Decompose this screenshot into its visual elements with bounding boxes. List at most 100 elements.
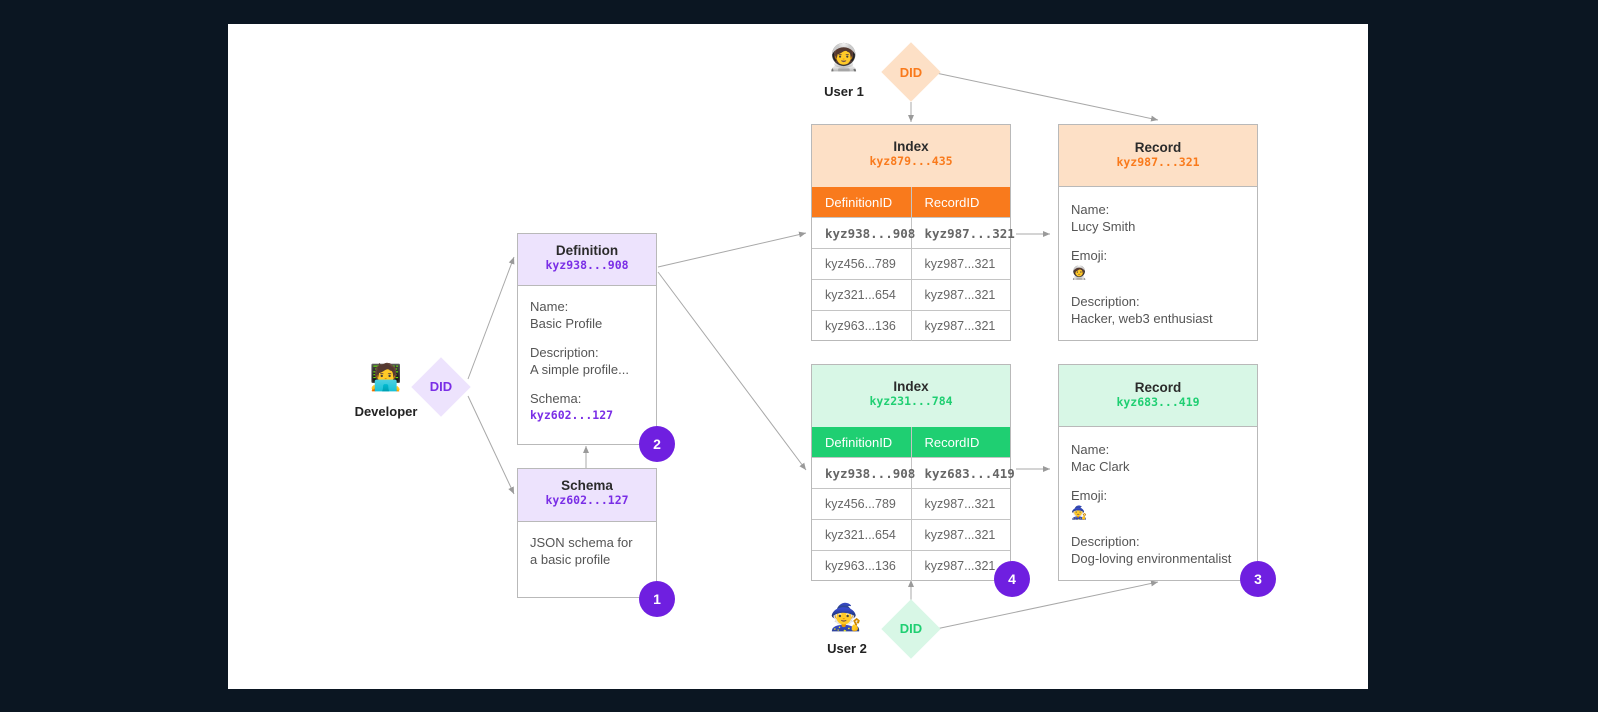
index1-cell: kyz938...908: [812, 217, 915, 249]
table-row: kyz963...136 kyz987...321: [812, 550, 1010, 581]
record2-id: kyz683...419: [1116, 395, 1200, 409]
record2-field-value: Mac Clark: [1071, 459, 1130, 474]
definition-field-label: Name:: [530, 299, 569, 314]
schema-description-line: JSON schema for: [530, 535, 633, 550]
step-badge-1: 1: [639, 581, 675, 617]
definition-field-value: A simple profile...: [530, 362, 629, 377]
index1-cell: kyz987...321: [911, 310, 1010, 341]
index1-cell: kyz987...321: [911, 248, 1010, 280]
index2-cell: kyz963...136: [812, 550, 912, 581]
record2-field-name: Name: Mac Clark: [1071, 441, 1245, 475]
definition-header: Definition kyz938...908: [518, 234, 656, 286]
user1-did-label: DID: [899, 65, 923, 80]
table-row: kyz456...789 kyz987...321: [812, 488, 1010, 520]
definition-field-label: Schema:: [530, 391, 582, 406]
developer-label: Developer: [354, 404, 418, 419]
arrow-dev-to-definition: [467, 256, 515, 380]
record1-field-value: Hacker, web3 enthusiast: [1071, 311, 1213, 326]
arrow-user1-to-record1: [935, 72, 1159, 122]
index2-header-row: DefinitionID RecordID: [812, 427, 1010, 458]
index2-box: Index kyz231...784 DefinitionID RecordID…: [811, 364, 1015, 581]
record2-field-label: Description:: [1071, 534, 1140, 549]
index2-cell: kyz456...789: [812, 488, 912, 520]
record2-title: Record: [1134, 380, 1182, 395]
arrow-definition-to-index1: [657, 231, 807, 268]
index1-cell: kyz987...321: [911, 279, 1010, 311]
schema-body: JSON schema for a basic profile: [518, 522, 656, 568]
index2-header: Index kyz231...784: [812, 365, 1010, 427]
index2-col-header: RecordID: [924, 434, 980, 450]
index2-cell: kyz321...654: [812, 519, 912, 551]
record1-id: kyz987...321: [1116, 155, 1200, 169]
schema-box: Schema kyz602...127 JSON schema for a ba…: [517, 468, 657, 598]
record1-emoji: 🧑‍🚀: [1071, 265, 1088, 280]
record2-emoji: 🧙: [1071, 505, 1088, 520]
record1-title: Record: [1134, 140, 1182, 155]
table-row: kyz321...654 kyz987...321: [812, 279, 1010, 311]
arrow-dev-to-schema: [467, 395, 515, 495]
record1-field-label: Name:: [1071, 202, 1110, 217]
definition-field-label: Description:: [530, 345, 599, 360]
connector-lines: [467, 72, 1159, 630]
index1-cell: kyz321...654: [812, 279, 912, 311]
index1-id: kyz879...435: [869, 154, 953, 168]
record2-field-value: Dog-loving environmentalist: [1071, 551, 1232, 566]
index2-col-header: DefinitionID: [812, 427, 912, 458]
definition-body: Name: Basic Profile Description: A simpl…: [518, 286, 656, 424]
index2-cell: kyz938...908: [812, 457, 915, 489]
schema-header: Schema kyz602...127: [518, 469, 656, 522]
definition-box: Definition kyz938...908 Name: Basic Prof…: [517, 233, 657, 445]
record1-field-value: Lucy Smith: [1071, 219, 1136, 234]
index1-table: DefinitionID RecordID kyz938...908 kyz98…: [812, 187, 1015, 341]
index1-col-header: RecordID: [924, 194, 980, 210]
table-row: kyz456...789 kyz987...321: [812, 248, 1010, 280]
index1-cell: kyz456...789: [812, 248, 912, 280]
record2-field-emoji: Emoji: 🧙: [1071, 487, 1245, 521]
arrow-user2-to-record2: [935, 580, 1159, 630]
index2-title: Index: [893, 379, 929, 394]
developer-emoji: 🧑‍💻: [369, 362, 403, 392]
index1-box: Index kyz879...435 DefinitionID RecordID…: [811, 124, 1015, 341]
definition-field-name: Name: Basic Profile: [530, 298, 644, 332]
record2-field-label: Emoji:: [1071, 488, 1108, 503]
index2-cell: kyz987...321: [911, 550, 1010, 581]
index2-table: DefinitionID RecordID kyz938...908 kyz68…: [812, 427, 1015, 581]
user2-label: User 2: [827, 641, 867, 656]
index1-header-row: DefinitionID RecordID: [812, 187, 1010, 218]
index1-col-header: DefinitionID: [812, 187, 912, 218]
user1-label: User 1: [824, 84, 864, 99]
definition-field-value: Basic Profile: [530, 316, 603, 331]
definition-field-description: Description: A simple profile...: [530, 344, 644, 378]
record1-field-label: Description:: [1071, 294, 1140, 309]
developer-did-label: DID: [429, 379, 453, 394]
definition-id: kyz938...908: [545, 258, 629, 272]
record2-header: Record kyz683...419: [1059, 365, 1257, 427]
index2-cell: kyz987...321: [911, 488, 1010, 520]
record2-box: Record kyz683...419 Name: Mac Clark Emoj…: [1058, 364, 1258, 581]
step-badge-4: 4: [994, 561, 1030, 597]
record2-body: Name: Mac Clark Emoji: 🧙 Description: Do…: [1059, 427, 1257, 567]
definition-field-schema: Schema: kyz602...127: [530, 390, 644, 424]
index2-cell: kyz987...321: [911, 519, 1010, 551]
record2-field-label: Name:: [1071, 442, 1110, 457]
record1-field-emoji: Emoji: 🧑‍🚀: [1071, 247, 1245, 281]
diagram-canvas: 🧑‍💻 Developer DID 🧑‍🚀 User 1 DID 🧙 User …: [228, 24, 1368, 689]
user1-emoji: 🧑‍🚀: [827, 42, 861, 72]
table-row: kyz963...136 kyz987...321: [812, 310, 1010, 341]
record1-field-description: Description: Hacker, web3 enthusiast: [1071, 293, 1245, 327]
user2-emoji: 🧙: [829, 602, 863, 632]
schema-title: Schema: [561, 478, 613, 493]
table-row: kyz321...654 kyz987...321: [812, 519, 1010, 551]
record1-body: Name: Lucy Smith Emoji: 🧑‍🚀 Description:…: [1059, 187, 1257, 327]
schema-id: kyz602...127: [545, 493, 629, 507]
definition-field-value: kyz602...127: [530, 408, 614, 422]
record1-field-name: Name: Lucy Smith: [1071, 201, 1245, 235]
table-row: kyz938...908 kyz683...419: [812, 457, 1015, 489]
index2-cell: kyz683...419: [911, 457, 1015, 489]
arrow-definition-to-index2: [657, 271, 807, 471]
table-row: kyz938...908 kyz987...321: [812, 217, 1015, 249]
step-badge-2: 2: [639, 426, 675, 462]
record2-field-description: Description: Dog-loving environmentalist: [1071, 533, 1245, 567]
index1-cell: kyz963...136: [812, 310, 912, 341]
definition-title: Definition: [555, 243, 619, 258]
